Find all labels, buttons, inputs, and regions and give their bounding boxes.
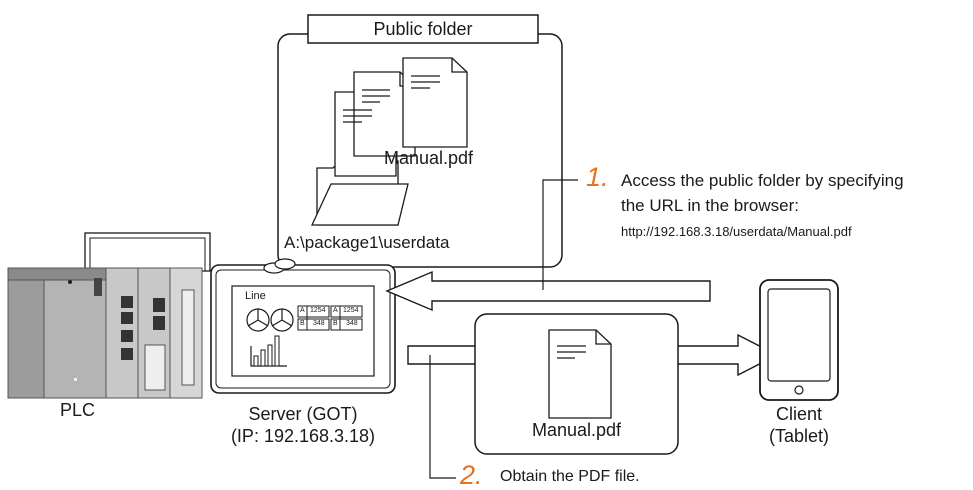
tablet-icon bbox=[759, 279, 839, 401]
public-folder-file-name: Manual.pdf bbox=[384, 148, 474, 168]
got-server-icon bbox=[210, 258, 396, 394]
got-value-b2: 348 bbox=[346, 320, 358, 327]
public-folder-title-box bbox=[307, 14, 539, 44]
public-folder-path: A:\package1\userdata bbox=[284, 233, 450, 252]
transfer-file-name: Manual.pdf bbox=[531, 420, 622, 440]
public-folder-title: Public folder bbox=[373, 19, 473, 39]
got-value-b1: 348 bbox=[313, 320, 325, 327]
step2-leader-line bbox=[429, 355, 456, 479]
request-arrow bbox=[385, 270, 711, 312]
step2-number: 2. bbox=[460, 460, 483, 490]
step1-url: http://192.168.3.18/userdata/Manual.pdf bbox=[621, 224, 852, 239]
plc-icon bbox=[7, 232, 211, 399]
got-value-a2: 1254 bbox=[343, 307, 359, 314]
got-screen-line-label: Line bbox=[245, 290, 266, 302]
client-label-line2: (Tablet) bbox=[768, 426, 830, 446]
folder-icon bbox=[310, 160, 409, 226]
got-value-a2-letter: A bbox=[333, 307, 338, 314]
plc-label: PLC bbox=[60, 400, 96, 420]
got-value-b1-letter: B bbox=[300, 320, 305, 327]
client-label-line1: Client bbox=[775, 404, 823, 424]
server-label-line1: Server (GOT) bbox=[248, 404, 358, 424]
document-stack-icon bbox=[334, 57, 468, 177]
step1-text-line1: Access the public folder by specifying bbox=[621, 171, 904, 190]
server-label-line2: (IP: 192.168.3.18) bbox=[230, 426, 376, 446]
got-value-a1-letter: A bbox=[300, 307, 305, 314]
step1-text-line2: the URL in the browser: bbox=[621, 196, 799, 215]
transfer-document-icon bbox=[548, 329, 612, 419]
got-value-b2-letter: B bbox=[333, 320, 338, 327]
got-value-a1: 1254 bbox=[310, 307, 326, 314]
step1-number: 1. bbox=[586, 162, 609, 192]
step2-text: Obtain the PDF file. bbox=[500, 468, 640, 485]
step1-leader-line bbox=[542, 179, 578, 290]
